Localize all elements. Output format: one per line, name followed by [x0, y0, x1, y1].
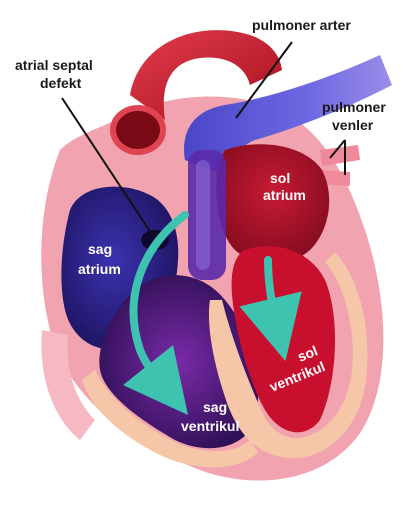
label-sag-ventrikul-2: ventrikul: [181, 418, 239, 434]
septal-passage-highlight: [196, 160, 210, 270]
label-sag-atrium-1: sag: [88, 241, 112, 257]
left-atrium: [216, 144, 329, 263]
label-sag-atrium-2: atrium: [78, 261, 121, 277]
label-sag-ventrikul-1: sag: [203, 399, 227, 415]
label-atrial-septal-defekt-1: atrial septal: [15, 57, 93, 73]
label-atrial-septal-defekt-2: defekt: [40, 75, 82, 91]
label-pulmoner-arter: pulmoner arter: [252, 17, 351, 33]
label-pulmoner-venler-1: pulmoner: [322, 99, 386, 115]
label-sol-atrium-2: atrium: [263, 187, 306, 203]
label-pulmoner-venler-2: venler: [332, 117, 374, 133]
label-sol-atrium-1: sol: [270, 170, 290, 186]
